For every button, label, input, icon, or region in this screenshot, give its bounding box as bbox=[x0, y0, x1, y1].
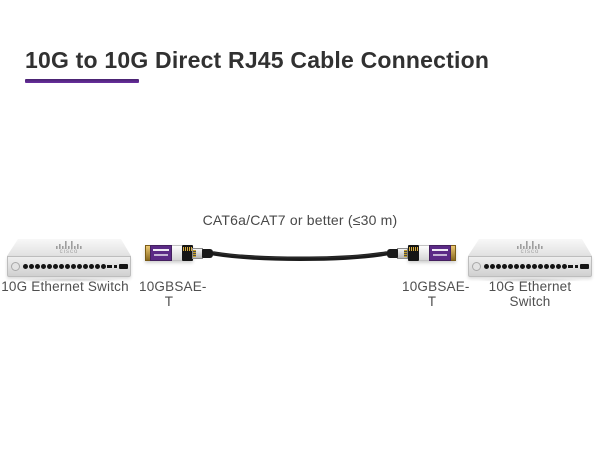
sfp-body bbox=[172, 245, 182, 261]
uplink-slot-group bbox=[107, 264, 132, 269]
ethernet-switch-left: cisco bbox=[7, 239, 131, 282]
cisco-logo-bars-icon bbox=[517, 241, 543, 249]
cisco-logo: cisco bbox=[517, 241, 543, 255]
switch-front-face bbox=[468, 256, 592, 277]
switch-top-face: cisco bbox=[7, 239, 131, 256]
rj45-port-row bbox=[23, 264, 107, 269]
sfp-edge-connector-icon bbox=[145, 245, 150, 261]
switch-front-face bbox=[7, 256, 131, 277]
sfp-label-sticker bbox=[429, 245, 451, 261]
ethernet-switch-right: cisco bbox=[468, 239, 592, 282]
transceiver-left bbox=[145, 245, 193, 261]
cisco-logo: cisco bbox=[56, 241, 82, 255]
rj45-plug-left bbox=[192, 248, 214, 260]
sfp-label-sticker bbox=[150, 245, 172, 261]
uplink-slot-icon bbox=[568, 265, 573, 268]
caption-switch-left: 10G Ethernet Switch bbox=[1, 279, 129, 294]
switch-shadow bbox=[474, 278, 586, 282]
transceiver-right bbox=[408, 245, 456, 261]
switch-emblem-icon bbox=[472, 262, 481, 271]
uplink-slot-icon bbox=[575, 265, 578, 268]
caption-transceiver-left: 10GBSAE-T bbox=[139, 279, 207, 309]
patch-cable-wire bbox=[212, 251, 388, 261]
caption-transceiver-right: 10GBSAE-T bbox=[402, 279, 470, 309]
switch-top-face: cisco bbox=[468, 239, 592, 256]
cisco-logo-text: cisco bbox=[59, 249, 79, 255]
uplink-slot-icon bbox=[580, 264, 589, 269]
uplink-slot-icon bbox=[119, 264, 128, 269]
rj45-plug-boot-icon bbox=[202, 249, 213, 258]
switch-shadow bbox=[13, 278, 125, 282]
sfp-body bbox=[419, 245, 429, 261]
uplink-slot-icon bbox=[107, 265, 112, 268]
uplink-slot-icon bbox=[114, 265, 117, 268]
rj45-jack-icon bbox=[182, 245, 193, 261]
caption-switch-right: 10G Ethernet Switch bbox=[488, 279, 572, 309]
cable-spec-label: CAT6a/CAT7 or better (≤30 m) bbox=[202, 212, 398, 228]
rj45-jack-icon bbox=[408, 245, 419, 261]
switch-emblem-icon bbox=[11, 262, 20, 271]
page-title: 10G to 10G Direct RJ45 Cable Connection bbox=[25, 47, 490, 73]
cisco-logo-text: cisco bbox=[520, 249, 540, 255]
rj45-plug-metal-icon bbox=[397, 248, 408, 259]
rj45-port-row bbox=[484, 264, 568, 269]
sfp-edge-connector-icon bbox=[451, 245, 456, 261]
cisco-logo-bars-icon bbox=[56, 241, 82, 249]
uplink-slot-group bbox=[568, 264, 593, 269]
rj45-plug-boot-icon bbox=[387, 249, 398, 258]
rj45-plug-right bbox=[386, 248, 408, 260]
title-underline bbox=[25, 79, 139, 83]
